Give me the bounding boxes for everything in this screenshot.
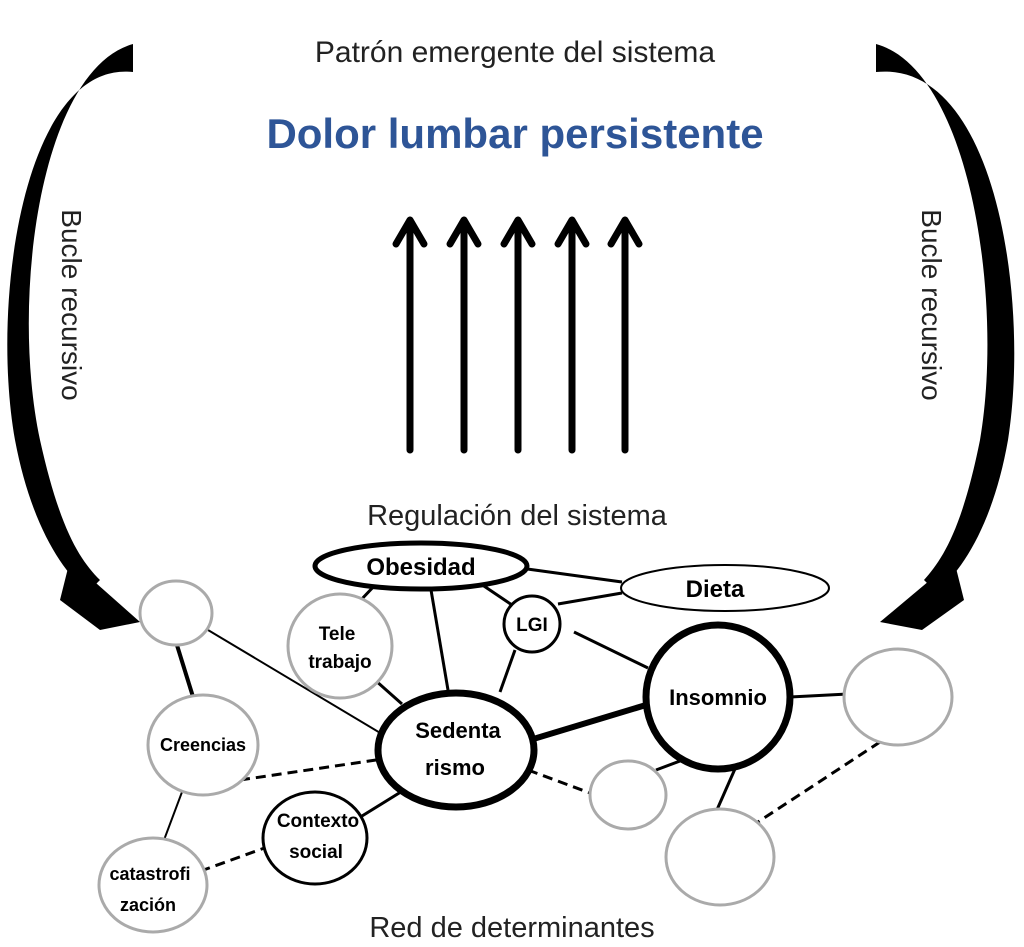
edge-lgi-sedentarismo xyxy=(498,649,517,693)
up-arrow-5 xyxy=(607,216,643,454)
edge-creencias-catastrofizacion xyxy=(163,791,183,841)
right-loop-label: Bucle recursivo xyxy=(916,209,947,400)
node-obesidad-label: Obesidad xyxy=(366,554,475,581)
edge-obesidad-sedentarismo xyxy=(428,583,450,691)
up-arrow-3 xyxy=(500,216,536,454)
edge-contexto-catastrofizacion-dashed xyxy=(197,844,271,874)
left-loop-arrow xyxy=(7,44,134,592)
node-sedentarismo xyxy=(374,689,538,811)
node-catastrofizacion xyxy=(97,836,209,934)
edge-creencias-sedentarismo-dashed xyxy=(239,758,377,782)
node-catastrofizacion-label-1: catastrofi xyxy=(109,864,190,884)
right-loop-arrow xyxy=(876,44,1015,592)
node-insomnio xyxy=(642,621,794,773)
edge-topleft-sedentarismo xyxy=(207,629,383,735)
node-dieta-label: Dieta xyxy=(686,576,745,603)
up-arrow-2 xyxy=(446,216,482,454)
edge-lgi-insomnio xyxy=(573,630,649,670)
node-catastrofizacion-label-2: zación xyxy=(120,895,176,915)
node-creencias xyxy=(146,693,260,797)
edge-lgi-dieta xyxy=(557,591,623,606)
network-nodes: Obesidad Dieta LGI Tele trabajo Insomnio… xyxy=(97,540,954,934)
node-teletrabajo-label-2: trabajo xyxy=(308,652,371,673)
regulation-caption: Regulación del sistema xyxy=(367,500,668,532)
node-contexto-label-2: social xyxy=(289,842,343,863)
up-arrow-1 xyxy=(392,216,428,454)
edge-topleft-creencias xyxy=(174,641,196,701)
node-empty-topleft xyxy=(138,579,214,647)
node-empty-small xyxy=(588,759,668,831)
right-loop-arrowhead xyxy=(880,560,964,630)
node-insomnio-label: Insomnio xyxy=(669,685,767,710)
main-title: Dolor lumbar persistente xyxy=(266,110,763,157)
edge-rightnode-bottomnode-dashed xyxy=(757,740,881,824)
node-sedentarismo-label-2: rismo xyxy=(425,755,485,780)
node-creencias-label: Creencias xyxy=(160,735,246,755)
emergent-pattern-caption: Patrón emergente del sistema xyxy=(315,36,716,69)
up-arrow-4 xyxy=(554,216,590,454)
node-empty-right xyxy=(842,647,954,747)
edge-insomnio-rightnode xyxy=(789,692,849,699)
node-lgi-label: LGI xyxy=(516,615,548,636)
network-caption: Red de determinantes xyxy=(369,912,654,944)
node-lgi xyxy=(502,594,562,654)
left-loop-label: Bucle recursivo xyxy=(56,209,87,400)
node-empty-bottom xyxy=(664,807,776,907)
edge-teletrabajo-sedentarismo xyxy=(374,678,403,706)
node-sedentarismo-label-1: Sedenta xyxy=(415,718,501,743)
node-dieta xyxy=(620,564,830,612)
node-teletrabajo-label-1: Tele xyxy=(319,624,356,645)
node-obesidad xyxy=(312,540,530,592)
node-contexto-label-1: Contexto xyxy=(277,811,359,832)
edge-sedentarismo-contexto xyxy=(361,788,405,818)
edge-obesidad-dieta xyxy=(519,566,623,584)
upward-arrows xyxy=(392,216,643,454)
left-loop-arrowhead xyxy=(60,560,140,630)
edge-sedentarismo-insomnio xyxy=(529,702,647,743)
node-teletrabajo xyxy=(286,592,394,700)
node-contexto-social xyxy=(261,790,369,886)
edge-sedentarismo-smallnode-dashed xyxy=(527,768,591,795)
